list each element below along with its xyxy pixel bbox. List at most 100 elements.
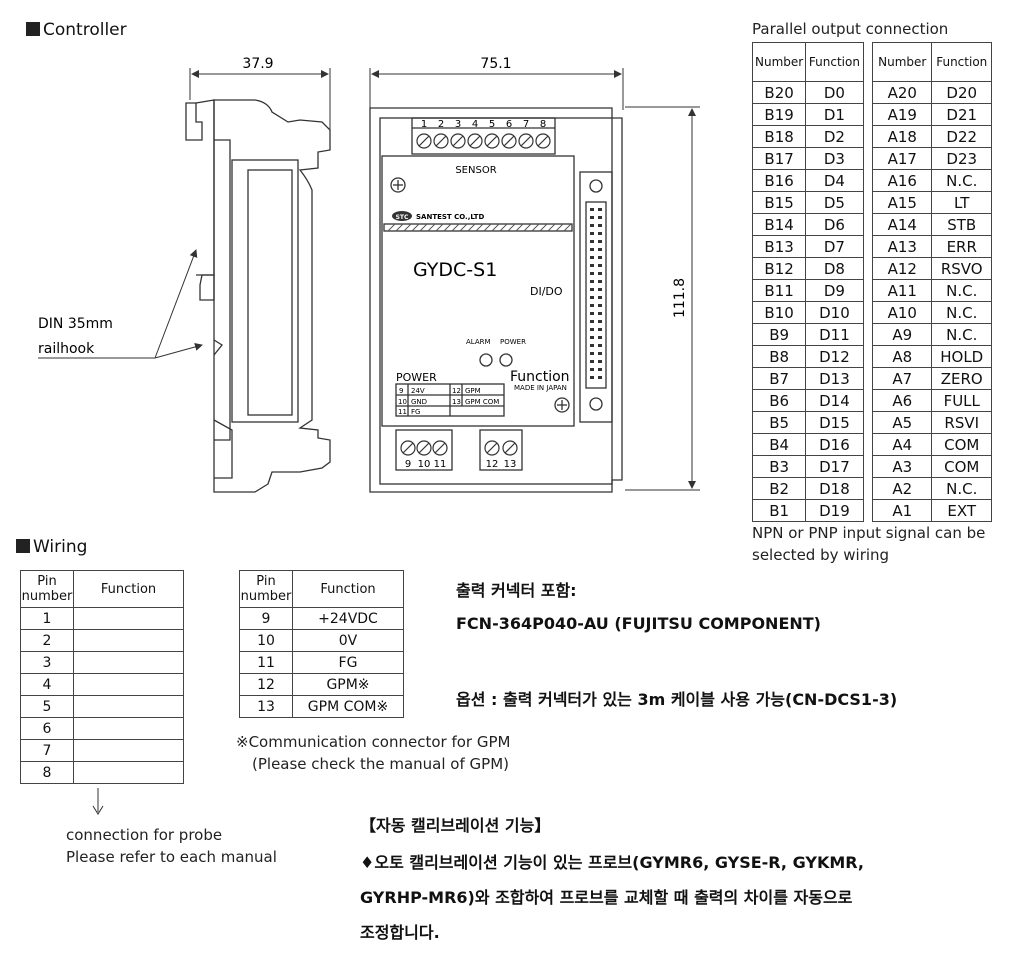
function-b: D10 (805, 301, 864, 324)
pin-function (73, 651, 184, 674)
pin-number-a: A16 (871, 169, 933, 192)
svg-text:13: 13 (452, 398, 461, 406)
pin-number-b: B9 (751, 323, 807, 346)
function-b: D2 (805, 125, 864, 148)
pin-number-b: B8 (751, 345, 807, 368)
pin-number-a: A6 (871, 389, 933, 412)
pin-function: GPM COM※ (292, 695, 404, 718)
function-b: D13 (805, 367, 864, 390)
parallel-title: Parallel output connection (752, 20, 949, 38)
probe-note-1: connection for probe (66, 826, 223, 844)
pin-function: GPM※ (292, 673, 404, 696)
pin-function (73, 629, 184, 652)
function-b: D8 (805, 257, 864, 280)
controller-drawing: 37.9 75.1 111.8 (38, 56, 700, 493)
parallel-note-2: selected by wiring (752, 546, 890, 564)
wiring2-header-pin: Pin number (239, 570, 293, 608)
pin-number: 7 (20, 739, 74, 762)
pin-number: 10 (239, 629, 293, 652)
function-a: RSVO (931, 257, 992, 280)
pin-function (73, 739, 184, 762)
svg-text:4: 4 (472, 119, 478, 130)
auto-calibration-line-3: 조정합니다. (360, 923, 440, 942)
pin-number-b: B5 (751, 411, 807, 434)
parallel-note-1: NPN or PNP input signal can be (752, 524, 986, 542)
wiring-row: 2 (20, 629, 184, 652)
function-b: D6 (805, 213, 864, 236)
pin-number-a: A7 (871, 367, 933, 390)
wiring-row: 7 (20, 739, 184, 762)
function-a: N.C. (931, 279, 992, 302)
function-a: FULL (931, 389, 992, 412)
svg-text:5: 5 (489, 119, 495, 130)
function-b: D17 (805, 455, 864, 478)
power-table: 9 24V 12 GPM 10 GND 13 GPM COM 11 FG (398, 387, 499, 416)
din-label: DIN 35mm (38, 316, 113, 332)
pin-number-b: B6 (751, 389, 807, 412)
function-b: D19 (805, 499, 864, 522)
wiring1-header-function: Function (73, 570, 184, 608)
pin-number-b: B3 (751, 455, 807, 478)
function-a: N.C. (931, 323, 992, 346)
controller-title: Controller (26, 20, 127, 40)
wiring-row: 1 (20, 607, 184, 630)
function-b: D9 (805, 279, 864, 302)
pin-number-a: A8 (871, 345, 933, 368)
pin-number-b: B10 (751, 301, 807, 324)
pin-number-a: A15 (871, 191, 933, 214)
cable-option: 옵션 : 출력 커넥터가 있는 3m 케이블 사용 가능(CN-DCS1-3) (456, 690, 898, 709)
railhook-label: railhook (38, 341, 95, 357)
pin-number-b: B17 (751, 147, 807, 170)
function-a: N.C. (931, 169, 992, 192)
connector-part-number: FCN-364P040-AU (FUJITSU COMPONENT) (456, 614, 821, 633)
pin-number-a: A14 (871, 213, 933, 236)
pin-number-b: B14 (751, 213, 807, 236)
square-bullet-icon (26, 22, 40, 36)
connector-included-label: 출력 커넥터 포함: (456, 581, 577, 600)
pin-number: 4 (20, 673, 74, 696)
function-a: EXT (931, 499, 992, 522)
made-in-label: MADE IN JAPAN (514, 384, 567, 392)
function-b: D14 (805, 389, 864, 412)
dim-depth: 37.9 (242, 56, 273, 72)
bottom-terminal-numbers: 9 10 11 12 13 (405, 459, 517, 470)
power-title: POWER (396, 371, 437, 384)
dido-label: DI/DO (530, 285, 563, 298)
pin-number-a: A4 (871, 433, 933, 456)
wiring-row: 9+24VDC (239, 607, 404, 630)
pin-number-b: B7 (751, 367, 807, 390)
function-a: D21 (931, 103, 992, 126)
dim-height: 111.8 (672, 278, 688, 318)
top-terminal-numbers: 1 2 3 4 5 6 7 8 (421, 119, 546, 130)
svg-text:12: 12 (486, 459, 499, 470)
svg-text:11: 11 (398, 408, 407, 416)
function-b: D12 (805, 345, 864, 368)
auto-calibration-line-1: ♦오토 캘리브레이션 기능이 있는 프로브(GYMR6, GYSE-R, GYK… (360, 853, 864, 872)
pin-number-a: A13 (871, 235, 933, 258)
function-a: D20 (931, 81, 992, 104)
pin-function: +24VDC (292, 607, 404, 630)
svg-text:8: 8 (540, 119, 546, 130)
function-b: D0 (805, 81, 864, 104)
svg-text:3: 3 (455, 119, 461, 130)
pin-number-b: B4 (751, 433, 807, 456)
pin-number: 2 (20, 629, 74, 652)
function-a: HOLD (931, 345, 992, 368)
function-label: Function (510, 369, 570, 385)
function-b: D3 (805, 147, 864, 170)
pin-number-a: A20 (871, 81, 933, 104)
header-function-b: Function (805, 42, 864, 82)
pin-function (73, 607, 184, 630)
function-a: D23 (931, 147, 992, 170)
